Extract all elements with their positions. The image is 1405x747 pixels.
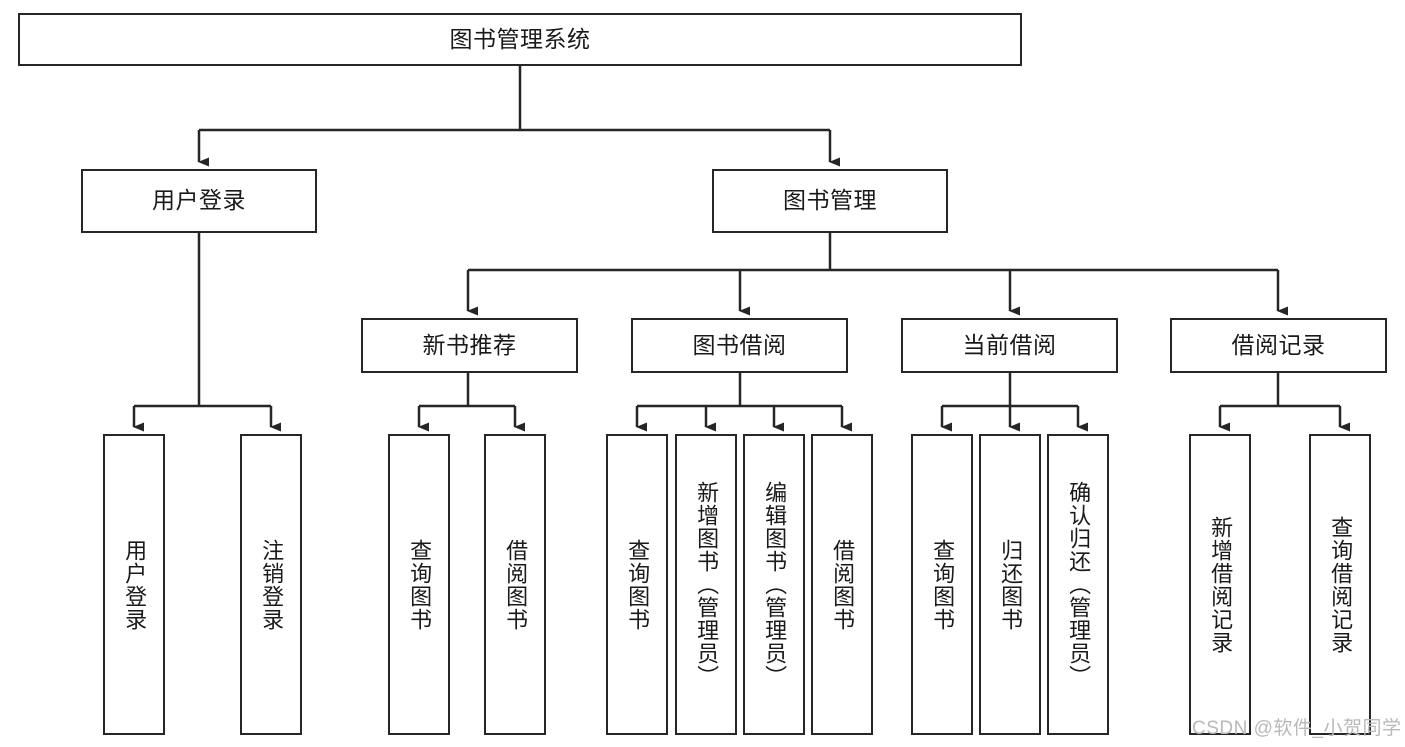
leaf-book-borrow-borrow-book[interactable]: 借阅图书	[811, 434, 873, 735]
node-user-login[interactable]: 用户登录	[81, 169, 317, 233]
node-label: 查询图书	[407, 538, 433, 631]
node-label: 确认归还（管理员）	[1066, 481, 1092, 688]
node-label: 借阅记录	[1231, 331, 1326, 358]
node-label: 新增图书（管理员）	[694, 481, 720, 688]
node-label: 用户登录	[122, 538, 148, 631]
node-label: 编辑图书（管理员）	[762, 481, 788, 688]
node-label: 新增借阅记录	[1208, 515, 1234, 654]
leaf-current-borrow-query-book[interactable]: 查询图书	[911, 434, 973, 735]
leaf-new-book-query-book[interactable]: 查询图书	[388, 434, 450, 735]
node-borrow-record[interactable]: 借阅记录	[1170, 318, 1387, 373]
node-root-book-management-system[interactable]: 图书管理系统	[18, 13, 1022, 66]
leaf-user-login-login[interactable]: 用户登录	[103, 434, 165, 735]
node-label: 新书推荐	[422, 331, 517, 358]
leaf-book-borrow-edit-book-admin[interactable]: 编辑图书（管理员）	[743, 434, 805, 735]
leaf-book-borrow-query-book[interactable]: 查询图书	[606, 434, 668, 735]
leaf-borrow-record-add-record[interactable]: 新增借阅记录	[1189, 434, 1251, 735]
node-label: 图书管理	[783, 187, 877, 214]
node-label: 归还图书	[998, 538, 1024, 631]
node-label: 注销登录	[259, 538, 285, 631]
node-new-book-recommend[interactable]: 新书推荐	[361, 318, 578, 373]
leaf-current-borrow-confirm-return-admin[interactable]: 确认归还（管理员）	[1047, 434, 1109, 735]
node-label: 借阅图书	[830, 538, 856, 631]
leaf-user-login-logout[interactable]: 注销登录	[240, 434, 302, 735]
leaf-book-borrow-add-book-admin[interactable]: 新增图书（管理员）	[675, 434, 737, 735]
node-label: 借阅图书	[503, 538, 529, 631]
node-label: 查询图书	[625, 538, 651, 631]
leaf-new-book-borrow-book[interactable]: 借阅图书	[484, 434, 546, 735]
node-label: 图书借阅	[692, 331, 787, 358]
node-book-management[interactable]: 图书管理	[712, 169, 948, 233]
node-label: 用户登录	[152, 187, 246, 214]
node-label: 图书管理系统	[449, 25, 591, 52]
node-current-borrow[interactable]: 当前借阅	[901, 318, 1118, 373]
leaf-borrow-record-query-record[interactable]: 查询借阅记录	[1309, 434, 1371, 735]
node-label: 查询图书	[930, 538, 956, 631]
node-label: 查询借阅记录	[1328, 515, 1354, 654]
node-book-borrow[interactable]: 图书借阅	[631, 318, 848, 373]
leaf-current-borrow-return-book[interactable]: 归还图书	[979, 434, 1041, 735]
node-label: 当前借阅	[962, 331, 1057, 358]
csdn-watermark: CSDN @软件_小贺同学	[1192, 718, 1402, 739]
